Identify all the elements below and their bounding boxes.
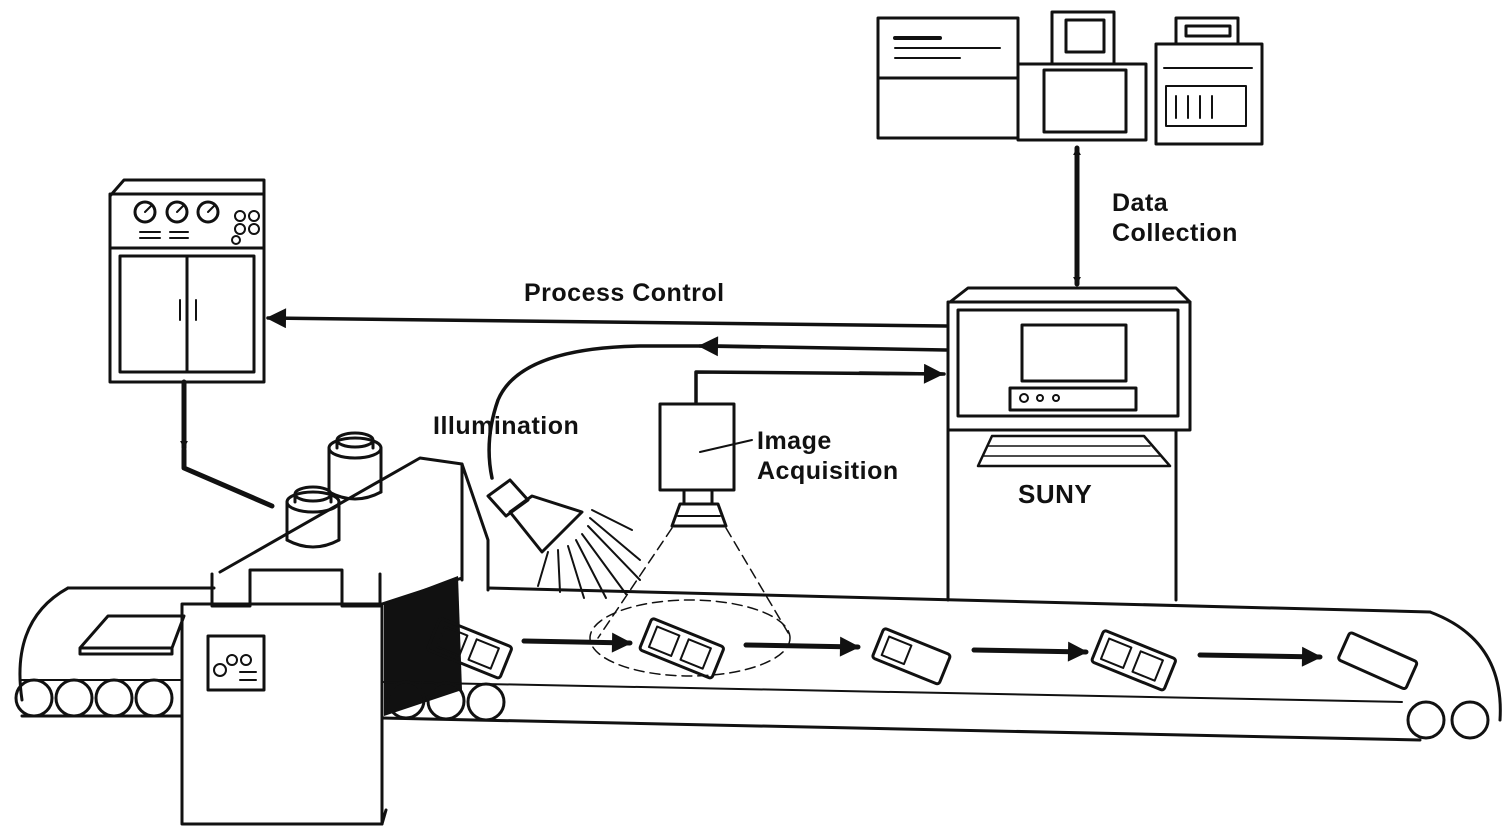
image-acquisition-label-line2: Acquisition (757, 457, 899, 485)
illumination-label: Illumination (433, 412, 580, 440)
process-control-cabinet (110, 180, 264, 382)
data-collection-label: Data Collection (1112, 188, 1238, 248)
part-5 (1338, 632, 1418, 690)
canister-front (287, 487, 339, 547)
conveyor-belt (16, 588, 1500, 740)
process-control-label: Process Control (524, 279, 725, 307)
image-acquisition-label: Image Acquisition (757, 426, 899, 486)
flow-arrows (524, 632, 1320, 667)
plate-on-belt (80, 616, 184, 654)
canister-back (329, 433, 381, 499)
part-3 (872, 628, 951, 685)
illumination-lamp (488, 480, 582, 552)
camera (660, 404, 734, 526)
light-rays (538, 510, 640, 598)
data-collection-computer-system (878, 12, 1262, 144)
part-1 (427, 618, 512, 679)
production-machine (182, 458, 488, 824)
camera-field-of-view (590, 528, 790, 676)
image-acquisition-feed-line (696, 372, 944, 402)
process-control-arrow (266, 308, 946, 329)
suny-vision-processor (948, 288, 1190, 600)
cabinet-feed-line (184, 450, 272, 506)
suny-label: SUNY (1018, 479, 1093, 509)
illumination-feed-line (489, 346, 946, 478)
part-2 (639, 618, 724, 679)
part-4 (1091, 630, 1176, 691)
data-collection-label-line1: Data (1112, 189, 1169, 217)
data-collection-label-line2: Collection (1112, 219, 1238, 247)
image-acquisition-leader (700, 440, 752, 452)
image-acquisition-label-line1: Image (757, 427, 832, 455)
